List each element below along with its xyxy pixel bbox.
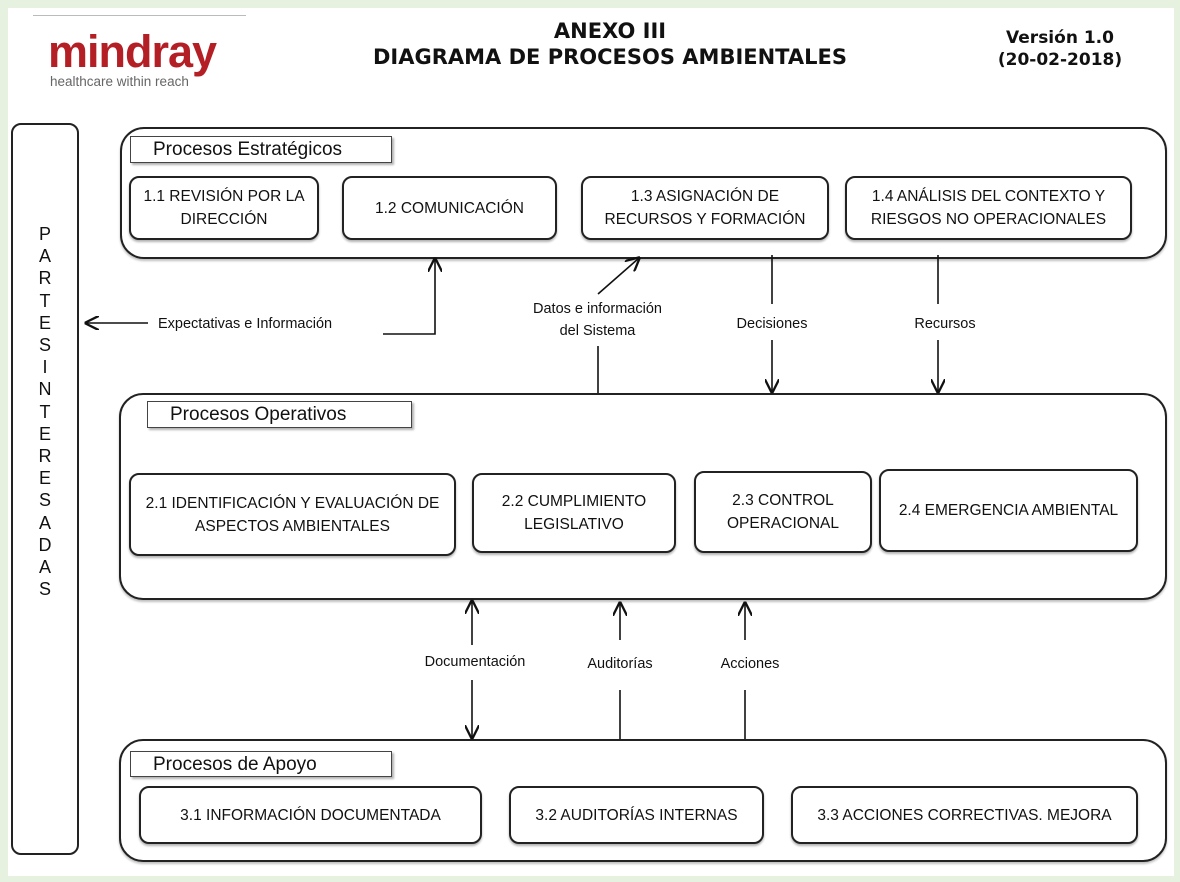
side-letter: E xyxy=(38,312,51,333)
side-letter: N xyxy=(38,379,52,400)
box-analisis-contexto: 1.4 ANÁLISIS DEL CONTEXTO Y RIESGOS NO O… xyxy=(845,176,1132,240)
side-letter: S xyxy=(38,335,51,356)
logo-tagline: healthcare within reach xyxy=(50,74,189,89)
strategic-processes-title: Procesos Estratégicos xyxy=(130,136,392,163)
page-title: ANEXO III DIAGRAMA DE PROCESOS AMBIENTAL… xyxy=(290,18,930,70)
side-letter: P xyxy=(38,224,51,244)
label-datos-sistema: Datos e información del Sistema xyxy=(505,298,690,342)
side-letter: R xyxy=(38,446,52,467)
logo-rule xyxy=(33,15,246,16)
label-recursos: Recursos xyxy=(914,316,976,332)
version-line-1: Versión 1.0 xyxy=(1006,28,1114,48)
box-revision-direccion: 1.1 REVISIÓN POR LA DIRECCIÓN xyxy=(129,176,319,240)
label-decisiones: Decisiones xyxy=(736,316,808,332)
box-comunicacion: 1.2 COMUNICACIÓN xyxy=(342,176,557,240)
side-letter: S xyxy=(38,579,51,600)
side-letter: E xyxy=(38,423,51,444)
side-letter: D xyxy=(38,534,52,555)
label-expectativas: Expectativas e Información xyxy=(158,316,333,332)
title-line-2: DIAGRAMA DE PROCESOS AMBIENTALES xyxy=(373,45,847,69)
label-datos-line-1: Datos e información xyxy=(533,301,662,317)
label-acciones: Acciones xyxy=(720,656,780,672)
arrow-info-to-comunicacion xyxy=(383,259,435,335)
side-letter: A xyxy=(38,557,51,578)
side-letter: S xyxy=(38,490,51,511)
side-letter: A xyxy=(38,512,51,533)
box-auditorias-internas: 3.2 AUDITORÍAS INTERNAS xyxy=(509,786,764,844)
operative-processes-title: Procesos Operativos xyxy=(147,401,412,428)
side-letter: R xyxy=(38,268,52,289)
side-letter: A xyxy=(38,246,51,267)
side-letter: I xyxy=(42,357,48,378)
version-block: Versión 1.0 (20-02-2018) xyxy=(960,27,1160,71)
version-line-2: (20-02-2018) xyxy=(997,50,1123,70)
box-control-operacional: 2.3 CONTROL OPERACIONAL xyxy=(694,471,872,553)
arrow-datos-sistema xyxy=(597,258,639,295)
mindray-logo: mindray xyxy=(48,26,217,77)
box-emergencia-ambiental: 2.4 EMERGENCIA AMBIENTAL xyxy=(879,469,1138,552)
support-processes-title: Procesos de Apoyo xyxy=(130,751,392,777)
side-letter: E xyxy=(38,468,51,489)
box-asignacion-recursos: 1.3 ASIGNACIÓN DE RECURSOS Y FORMACIÓN xyxy=(581,176,829,240)
label-auditorias: Auditorías xyxy=(587,656,653,672)
box-identificacion-aspectos: 2.1 IDENTIFICACIÓN Y EVALUACIÓN DE ASPEC… xyxy=(129,473,456,556)
box-cumplimiento-legislativo: 2.2 CUMPLIMIENTO LEGISLATIVO xyxy=(472,473,676,553)
label-documentacion: Documentación xyxy=(424,654,526,670)
side-letter: T xyxy=(39,401,51,422)
title-line-1: ANEXO III xyxy=(553,19,667,43)
box-acciones-correctivas: 3.3 ACCIONES CORRECTIVAS. MEJORA xyxy=(791,786,1138,844)
side-letter: T xyxy=(39,290,51,311)
label-datos-line-2: del Sistema xyxy=(559,323,636,339)
box-informacion-documentada: 3.1 INFORMACIÓN DOCUMENTADA xyxy=(139,786,482,844)
